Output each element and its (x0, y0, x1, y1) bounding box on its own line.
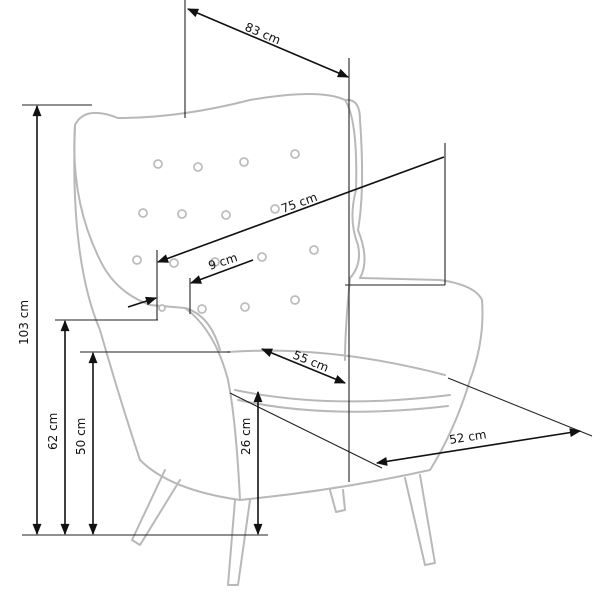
button-tuft (158, 304, 166, 312)
button-tuft (197, 304, 207, 314)
label-arm-9: 9 cm (207, 250, 240, 273)
button-tuft (270, 204, 280, 214)
chair-leg-front-right (404, 474, 436, 566)
chair-base-front (239, 469, 431, 501)
label-seat-width-52: 52 cm (448, 427, 487, 447)
dim-line-55 (260, 348, 347, 384)
chair-left-arm-front (184, 307, 241, 501)
button-tuft (257, 252, 267, 262)
label-height-26: 26 cm (239, 418, 253, 455)
tufted-buttons (132, 149, 319, 314)
button-tuft (132, 255, 142, 265)
dim-line-83 (186, 8, 350, 78)
dimension-lines (32, 8, 582, 536)
dim-line-75 (156, 156, 445, 263)
dim-line-9a (127, 296, 158, 308)
dimension-labels: 83 cm 103 cm 62 cm 50 cm 26 cm 75 cm 9 c… (17, 20, 487, 455)
button-tuft (177, 209, 187, 219)
chair-left-arm (73, 124, 241, 501)
chair-leg-back-left (131, 469, 181, 546)
button-tuft (193, 162, 203, 172)
chair-leg-back-right (329, 489, 346, 513)
chair-left-wing (73, 111, 221, 351)
button-tuft (210, 257, 220, 267)
button-tuft (169, 258, 179, 268)
extension-lines (22, 0, 593, 536)
chair-right-wing (344, 98, 484, 471)
button-tuft (221, 210, 231, 220)
label-height-62: 62 cm (46, 413, 60, 450)
button-tuft (309, 245, 319, 255)
button-tuft (290, 149, 300, 159)
label-width-83: 83 cm (243, 20, 283, 47)
dim-line-52 (375, 428, 582, 466)
button-tuft (138, 208, 148, 218)
dim-line-9b (189, 259, 254, 284)
chair-backrest (117, 93, 360, 279)
label-depth-75: 75 cm (279, 190, 319, 216)
label-height-103: 103 cm (17, 300, 31, 345)
button-tuft (290, 295, 300, 305)
armchair-outline (73, 93, 484, 586)
button-tuft (153, 159, 163, 169)
label-height-50: 50 cm (74, 418, 88, 455)
chair-leg-front-left (227, 499, 251, 586)
button-tuft (239, 157, 249, 167)
button-tuft (240, 302, 250, 312)
